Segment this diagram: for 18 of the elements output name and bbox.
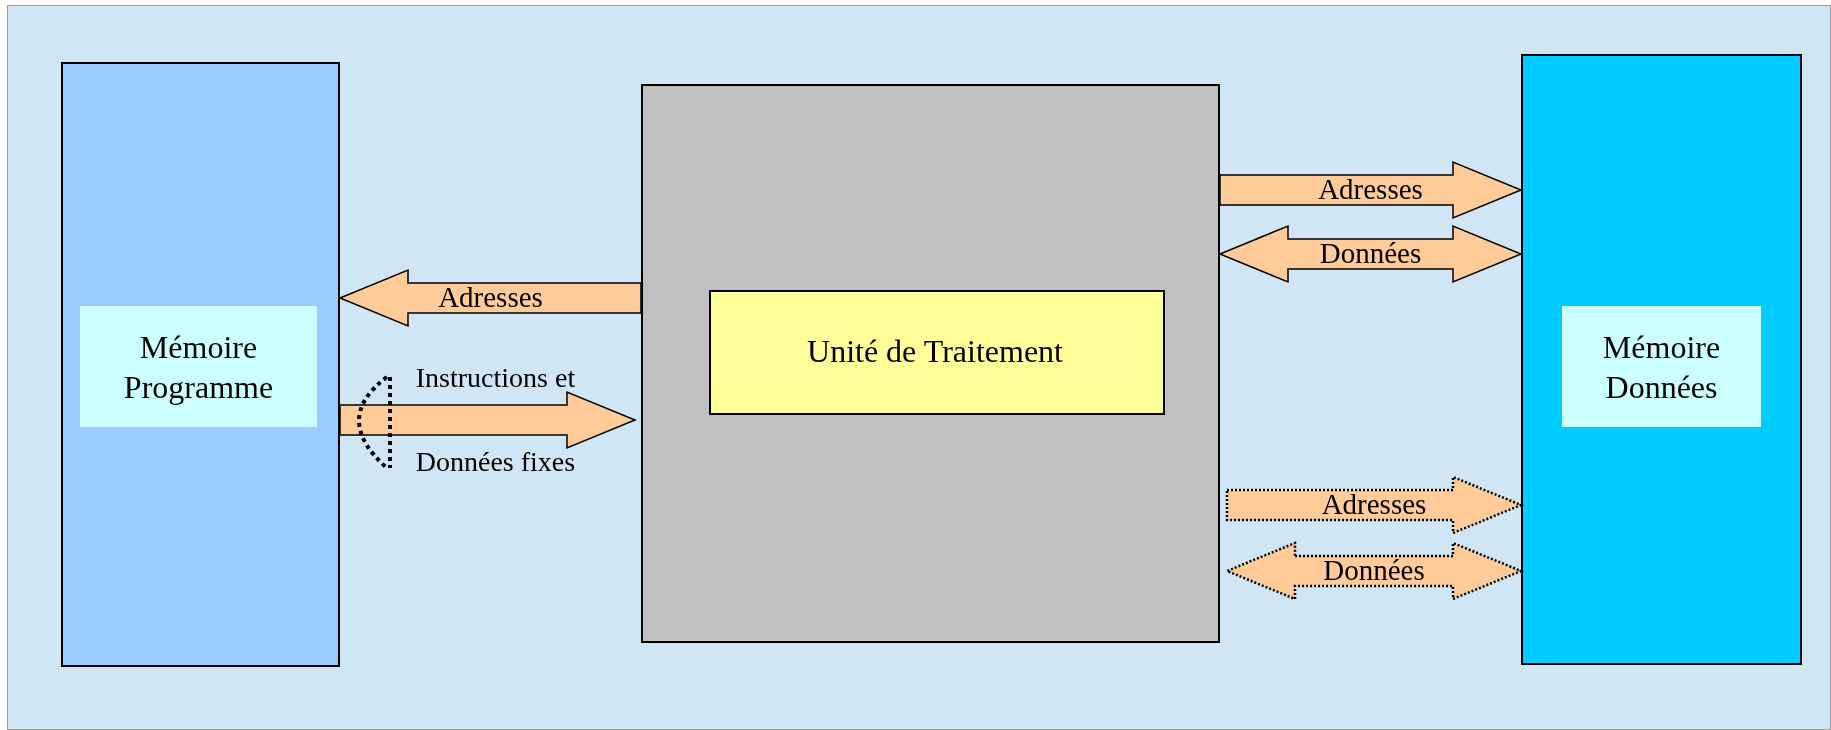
block-arrow (1218, 224, 1523, 284)
block-arrow (339, 390, 637, 450)
memory-block (1521, 54, 1802, 665)
processing-unit-box (641, 84, 1220, 643)
node-label: Mémoire Programme (80, 306, 317, 427)
block-arrow (1225, 475, 1525, 535)
edge-label: Adresses (1320, 490, 1428, 519)
node-label: Mémoire Données (1562, 306, 1761, 427)
edge-label: Instructions et Données fixes (414, 361, 577, 479)
memory-block (61, 62, 340, 667)
edge-label: Données (1322, 556, 1426, 585)
edge-label: Données (1318, 239, 1423, 268)
block-arrow (338, 268, 642, 328)
processing-box (709, 290, 1165, 415)
node-label: Unité de Traitement (806, 331, 1064, 371)
edge-label: Adresses (437, 283, 544, 312)
block-arrow (1219, 160, 1523, 220)
edge-label: Adresses (1317, 175, 1424, 204)
